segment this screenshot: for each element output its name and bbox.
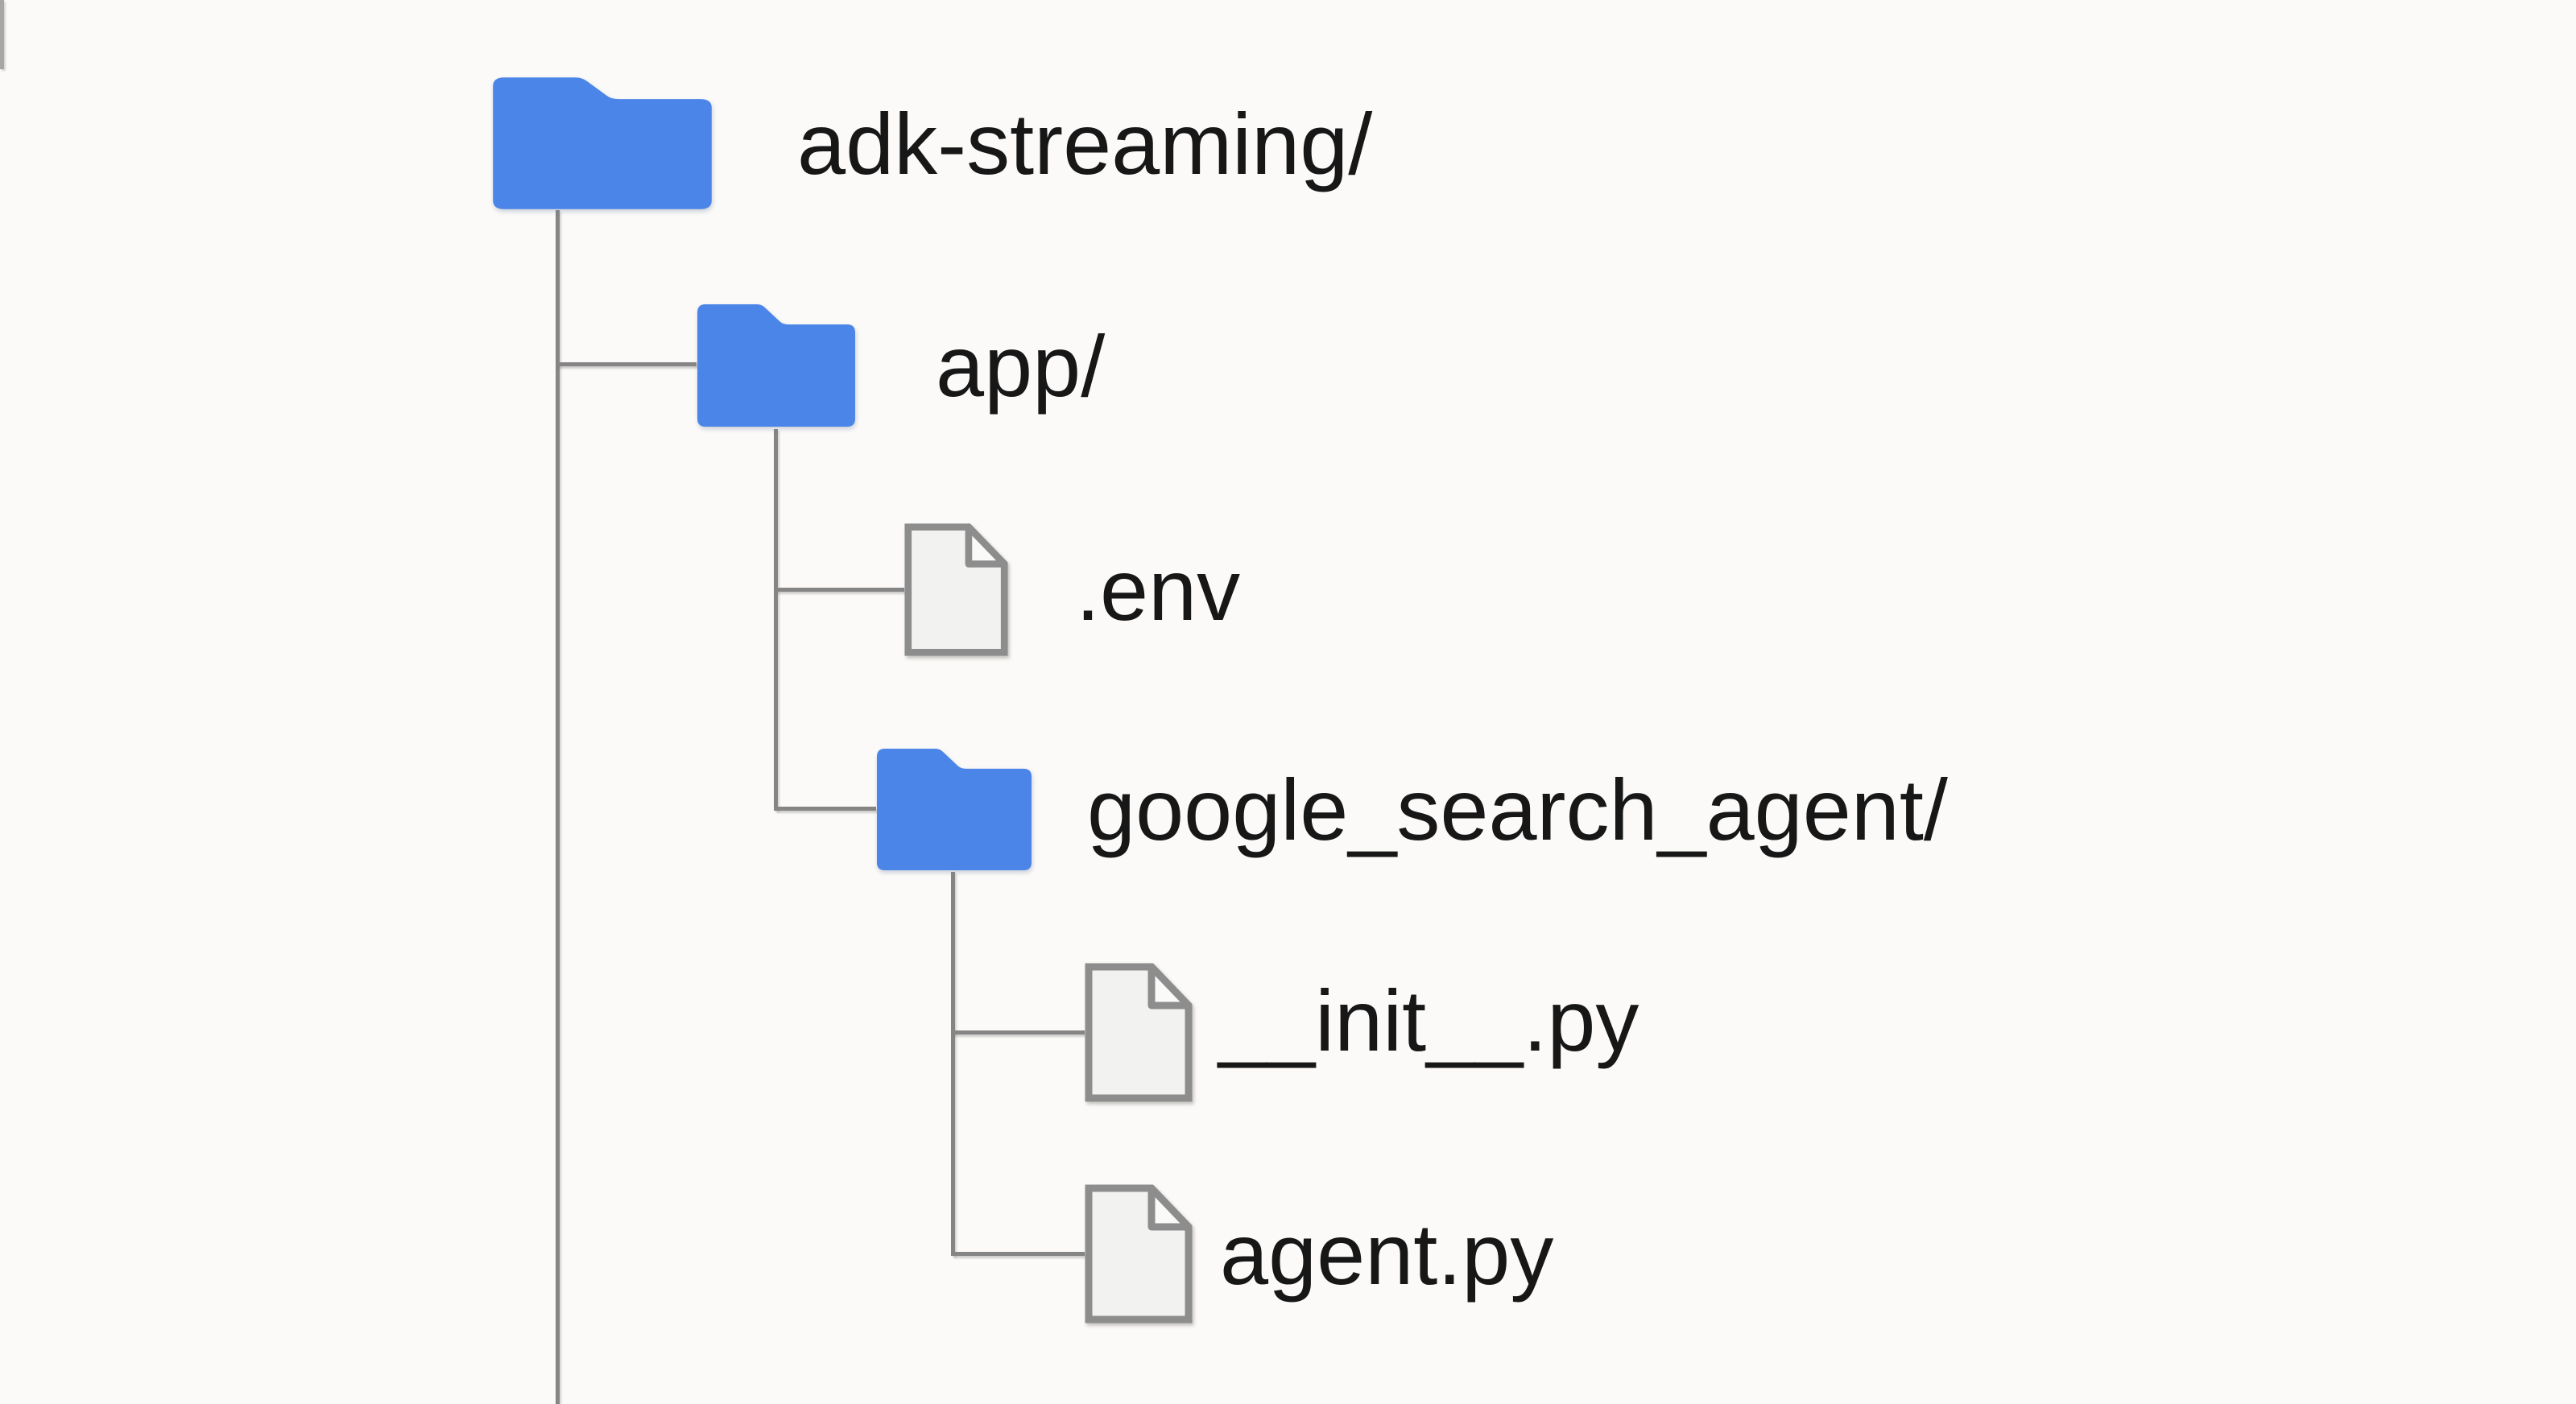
- left-edge-line-fragment: [0, 0, 4, 69]
- folder-icon: [493, 77, 712, 209]
- connector-branch-google-search-agent: [775, 807, 876, 811]
- connector-vertical-google-search-agent: [951, 872, 955, 1256]
- connector-branch-init-py: [953, 1030, 1085, 1034]
- file-icon: [1085, 1184, 1193, 1323]
- file-icon: [1085, 963, 1193, 1102]
- connector-vertical-adk-streaming: [556, 210, 560, 1404]
- tree-node-app: app/: [936, 316, 1106, 415]
- connector-branch-agent-py: [953, 1252, 1085, 1256]
- tree-node-env: .env: [1076, 541, 1241, 638]
- tree-node-init-py: __init__.py: [1218, 972, 1639, 1069]
- file-icon: [904, 523, 1008, 656]
- tree-node-agent-py: agent.py: [1220, 1205, 1554, 1303]
- tree-node-adk-streaming: adk-streaming/: [797, 94, 1373, 192]
- connector-branch-app: [557, 362, 697, 366]
- folder-icon: [876, 748, 1032, 871]
- connector-branch-env: [775, 588, 904, 592]
- connector-vertical-app: [774, 429, 778, 811]
- folder-icon: [697, 304, 855, 427]
- tree-node-google-search-agent: google_search_agent/: [1087, 761, 1948, 858]
